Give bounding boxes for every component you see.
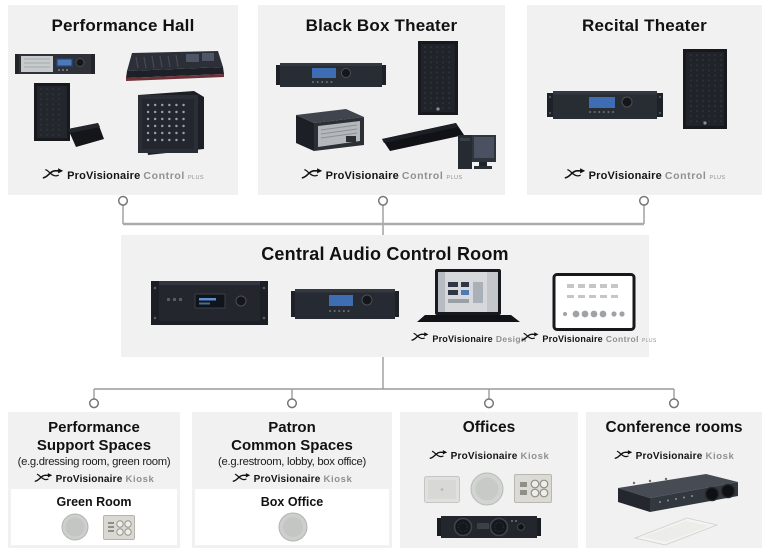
provisionaire-mark-icon: [34, 473, 52, 482]
ceiling-tile-speaker-icon: [633, 516, 719, 546]
logo-brand-text: ProVisionaire: [432, 334, 493, 344]
panel-title: Performance Support Spaces: [8, 419, 180, 455]
provisionaire-kiosk-logo: ProVisionaire Kiosk: [192, 472, 392, 485]
room-card-box-office: Box Office: [195, 489, 389, 545]
panel-title: Offices: [400, 419, 578, 437]
logo-product-text: Kiosk: [323, 474, 353, 485]
panel-offices: Offices ProVisionaire Kiosk: [400, 412, 578, 548]
panel-recital-theater: Recital Theater: [527, 5, 762, 195]
provisionaire-control-logo: ProVisionaire Control PLUS: [521, 331, 656, 344]
room-name: Box Office: [260, 495, 324, 509]
panel-patron-common-spaces: Patron Common Spaces (e.g.restroom, lobb…: [192, 412, 392, 548]
provisionaire-mark-icon: [521, 332, 539, 341]
panel-title: Black Box Theater: [305, 16, 458, 35]
logo-brand-text: ProVisionaire: [325, 170, 399, 182]
provisionaire-mark-icon: [42, 168, 64, 179]
panel-title-line2: Common Spaces: [231, 437, 353, 454]
panel-subtitle: (e.g.dressing room, green room): [17, 456, 171, 468]
surface-mount-speaker-icon: [424, 476, 460, 503]
provisionaire-mark-icon: [411, 332, 429, 341]
panel-title: Patron Common Spaces: [192, 419, 392, 455]
logo-brand-text: ProVisionaire: [55, 474, 123, 485]
provisionaire-mark-icon: [232, 473, 250, 482]
laptop-provisionaire-design-icon: [417, 269, 521, 327]
panel-title: Performance Hall: [51, 16, 195, 35]
logo-product-text: Design: [495, 334, 527, 344]
mixing-console-icon: [124, 43, 226, 87]
matrix-processor-icon: [124, 87, 212, 161]
provisionaire-mark-icon: [564, 168, 585, 179]
logo-product-text: Control: [664, 170, 707, 182]
loudspeaker-icon: [408, 39, 468, 119]
panel-title-line2: Support Spaces: [36, 437, 152, 454]
provisionaire-control-logo: ProVisionaire Control PLUS: [258, 167, 505, 182]
logo-suffix-text: PLUS: [187, 175, 204, 181]
rack-mixer-icon: [608, 470, 742, 516]
ceiling-speaker-icon: [61, 513, 89, 541]
panel-title: Central Audio Control Room: [261, 244, 509, 264]
logo-product-text: Control: [605, 334, 639, 344]
ceiling-speaker-icon: [278, 512, 308, 542]
wall-controller-icon: [514, 474, 552, 503]
provisionaire-mark-icon: [614, 450, 632, 459]
stage-speakers-icon: [28, 81, 106, 155]
equipment-rack-icon: [286, 103, 371, 155]
logo-brand-text: ProVisionaire: [253, 474, 321, 485]
provisionaire-kiosk-logo: ProVisionaire Kiosk: [8, 472, 180, 485]
soundbar-with-pc-icon: [380, 117, 498, 177]
power-amplifier-icon: [545, 83, 665, 127]
logo-suffix-text: PLUS: [641, 338, 657, 344]
room-name: Green Room: [56, 495, 132, 509]
panel-conference-rooms: Conference rooms ProVisionaire Kiosk: [586, 412, 762, 548]
panel-performance-hall: Performance Hall: [8, 5, 238, 195]
power-amplifier-icon: [276, 57, 386, 93]
logo-brand-text: ProVisionaire: [67, 170, 141, 182]
rack-amplifier-icon: [14, 49, 96, 79]
power-amplifier-icon: [437, 514, 541, 542]
logo-suffix-text: PLUS: [709, 175, 726, 181]
panel-performance-support-spaces: Performance Support Spaces (e.g.dressing…: [8, 412, 180, 548]
room-card-green-room: Green Room: [11, 489, 177, 545]
logo-product-text: Kiosk: [125, 474, 155, 485]
logo-product-text: Kiosk: [705, 451, 735, 462]
panel-title-line1: Performance: [48, 419, 140, 436]
provisionaire-control-logo: ProVisionaire Control PLUS: [8, 167, 238, 182]
logo-product-text: Control: [143, 170, 185, 182]
logo-suffix-text: PLUS: [446, 175, 463, 181]
ceiling-speaker-icon: [470, 472, 504, 506]
panel-title: Recital Theater: [582, 16, 707, 35]
logo-product-text: Control: [401, 170, 444, 182]
power-amplifier-icon: [289, 281, 401, 327]
provisionaire-control-logo: ProVisionaire Control PLUS: [527, 167, 762, 182]
panel-black-box-theater: Black Box Theater: [258, 5, 505, 195]
panel-title: Conference rooms: [586, 419, 762, 437]
panel-subtitle: (e.g.restroom, lobby, box office): [218, 456, 366, 468]
logo-brand-text: ProVisionaire: [635, 451, 703, 462]
provisionaire-mark-icon: [301, 168, 322, 179]
provisionaire-mark-icon: [429, 450, 447, 459]
panel-central-audio-control-room: Central Audio Control Room: [121, 235, 656, 357]
logo-brand-text: ProVisionaire: [588, 170, 662, 182]
logo-brand-text: ProVisionaire: [450, 451, 518, 462]
panel-title-line1: Conference rooms: [605, 419, 743, 436]
wall-controller-icon: [103, 515, 135, 540]
logo-brand-text: ProVisionaire: [542, 334, 603, 344]
logo-product-text: Kiosk: [520, 451, 550, 462]
signal-processor-icon: [147, 271, 272, 333]
provisionaire-kiosk-logo: ProVisionaire Kiosk: [586, 449, 762, 462]
provisionaire-kiosk-logo: ProVisionaire Kiosk: [400, 449, 578, 462]
loudspeaker-icon: [675, 47, 735, 133]
panel-title-line1: Offices: [462, 419, 516, 436]
panel-title-line1: Patron: [268, 419, 316, 436]
provisionaire-design-logo: ProVisionaire Design: [404, 331, 534, 344]
tablet-provisionaire-control-icon: [549, 273, 639, 331]
